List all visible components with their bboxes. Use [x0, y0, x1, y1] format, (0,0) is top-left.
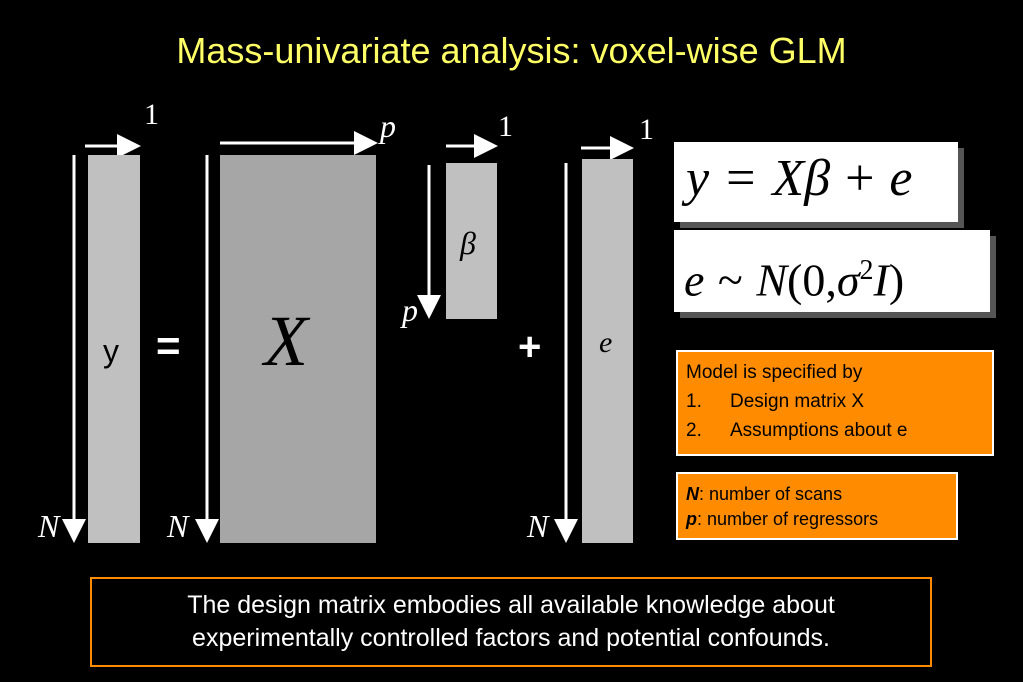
beta-rows-label: p	[402, 292, 418, 328]
err-i: I	[873, 254, 889, 306]
model-spec-box: Model is specified by 1.Design matrix X …	[676, 350, 994, 456]
footer-line-2: experimentally controlled factors and po…	[192, 624, 830, 652]
e-cols-label: 1	[639, 113, 654, 146]
equals-sign: =	[156, 322, 181, 369]
eq-equals: =	[726, 150, 756, 207]
error-vector	[582, 159, 633, 543]
beta-vector-label: β	[460, 225, 476, 261]
error-vector-label: e	[599, 326, 613, 359]
footer-line-1: The design matrix embodies all available…	[187, 591, 835, 619]
design-matrix	[220, 155, 376, 543]
plus-sign: +	[518, 325, 542, 369]
error-distribution-equation: e ~ N(0,σ2I)	[674, 230, 990, 312]
e-rows-label: N	[527, 508, 549, 544]
eq-plus: +	[845, 150, 875, 207]
y-vector-label: y	[103, 333, 119, 369]
err-square: 2	[859, 255, 874, 286]
model-spec-heading: Model is specified by	[686, 362, 863, 383]
err-tilde: ~	[717, 254, 743, 306]
eq-y: y	[686, 150, 710, 207]
list-item: 2.Assumptions about e	[686, 420, 908, 441]
x-cols-label: p	[380, 108, 396, 144]
list-item: 1.Design matrix X	[686, 391, 865, 412]
err-e: e	[684, 254, 705, 306]
y-vector	[88, 155, 140, 543]
eq-e: e	[889, 150, 913, 207]
design-matrix-label: X	[264, 301, 308, 381]
footer-note-box: The design matrix embodies all available…	[90, 577, 932, 667]
eq-x: X	[772, 150, 805, 207]
eq-beta: β	[804, 150, 831, 207]
err-sigma: σ	[836, 254, 860, 306]
model-equation: y = Xβ + e	[674, 142, 958, 222]
slide-title: Mass-univariate analysis: voxel-wise GLM	[176, 30, 847, 71]
y-cols-label: 1	[144, 98, 159, 131]
symbol-legend-box: N: number of scans p: number of regresso…	[676, 472, 958, 540]
beta-vector	[446, 163, 497, 319]
x-rows-label: N	[167, 508, 189, 544]
legend-item-n: N: number of scans	[686, 484, 843, 504]
err-open: (0,	[787, 254, 837, 306]
beta-cols-label: 1	[498, 110, 513, 143]
legend-item-p: p: number of regressors	[686, 509, 879, 529]
model-spec-list: 1.Design matrix X 2.Assumptions about e	[686, 387, 992, 445]
y-rows-label: N	[38, 508, 60, 544]
err-close: )	[888, 254, 905, 306]
err-n: N	[756, 254, 787, 306]
